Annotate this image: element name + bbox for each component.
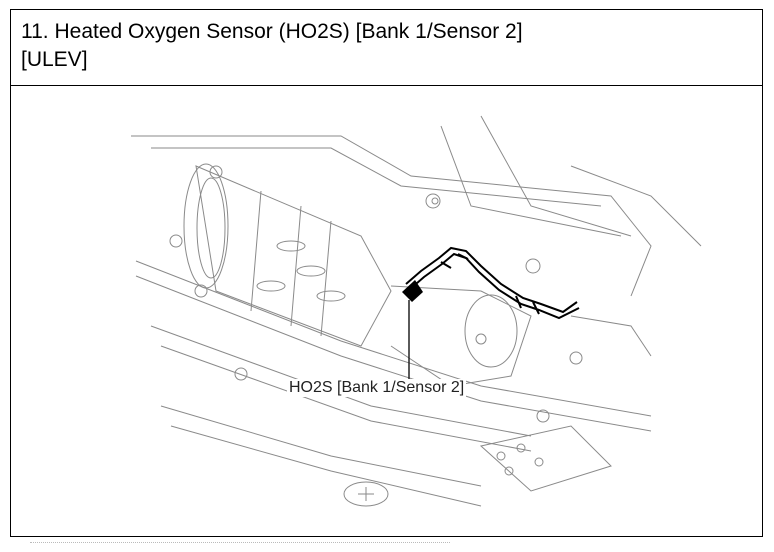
section-header: 11. Heated Oxygen Sensor (HO2S) [Bank 1/… (11, 10, 762, 86)
undercarriage-drawing (131, 115, 702, 507)
procedure-frame: 11. Heated Oxygen Sensor (HO2S) [Bank 1/… (10, 9, 763, 537)
sensor-location-illustration: HO2S [Bank 1/Sensor 2] (11, 86, 762, 536)
page-bottom-divider (30, 542, 450, 546)
section-title: 11. Heated Oxygen Sensor (HO2S) [Bank 1/… (21, 20, 523, 43)
sensor-callout-label: HO2S [Bank 1/Sensor 2] (287, 379, 467, 397)
section-subtitle: [ULEV] (21, 48, 88, 71)
